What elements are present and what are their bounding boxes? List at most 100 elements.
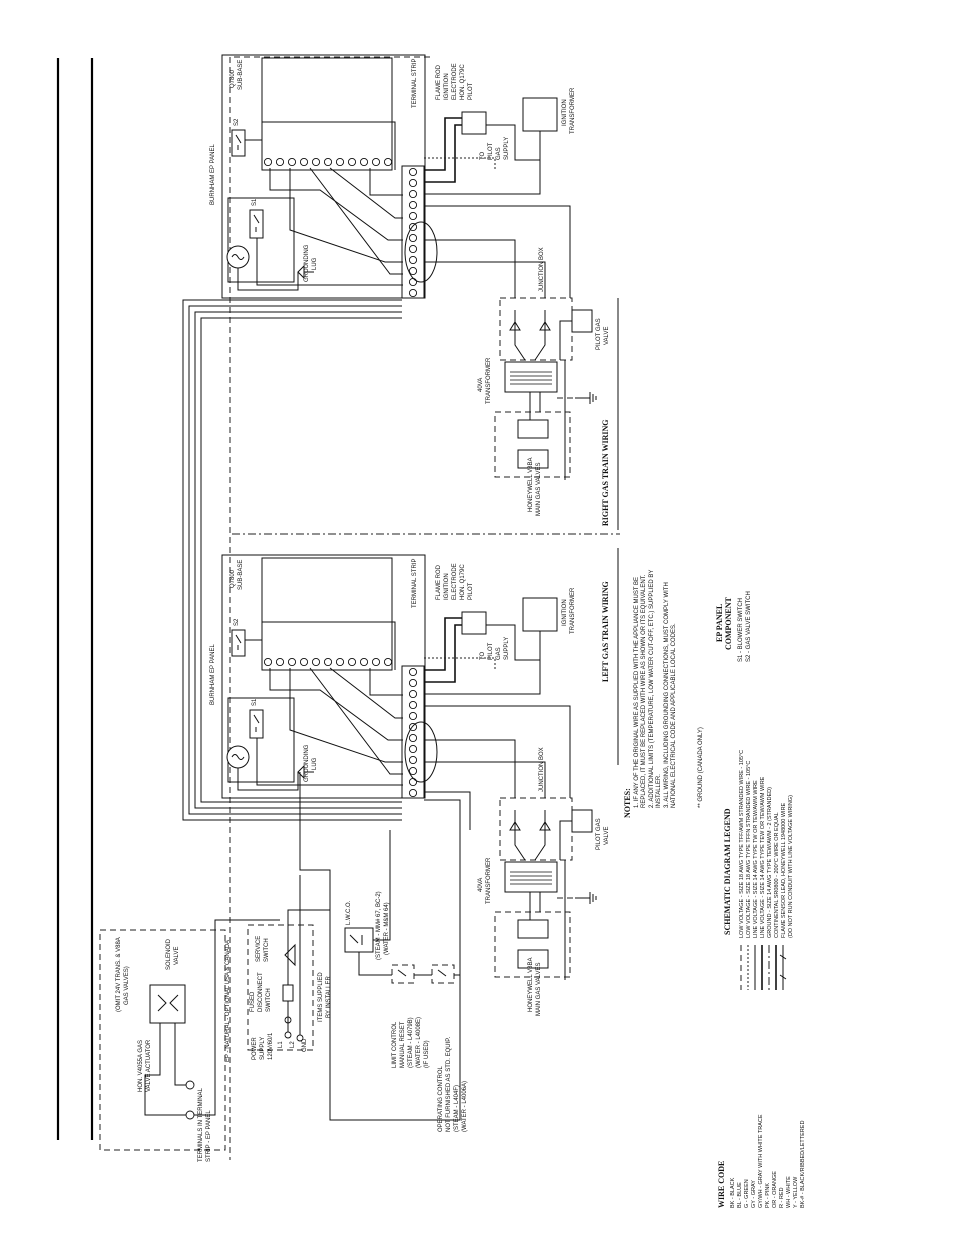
power-label-3: 120V/60/1 <box>268 1032 274 1060</box>
wire-code-item: PK - PINK <box>765 1183 771 1208</box>
schematic-legend: SCHEMATIC DIAGRAM LEGEND LOW VOLTAGE - S… <box>723 750 794 990</box>
valve-wire <box>559 820 572 860</box>
gas-label: GAS <box>496 147 502 160</box>
s1-switch <box>249 209 264 239</box>
legend-line: (DO NOT RUN CONDUIT WITH LINE VOLTAGE WI… <box>788 795 794 938</box>
arrow-icon <box>509 321 551 331</box>
s2-contact-icon <box>235 634 242 650</box>
valve-wire <box>529 860 566 980</box>
wire-code-item: WH - WHITE <box>786 1176 792 1208</box>
pilot-burner <box>461 611 487 635</box>
pilot-burner <box>461 111 487 135</box>
lwco-wire <box>358 830 392 976</box>
note-line: NATIONAL ELECTRICAL CODE AND APPLICABLE … <box>671 623 677 808</box>
power-label-2: SUPPLY <box>260 1037 266 1060</box>
legend-line: LINE VOLTAGE - SIZE 14 AWG TYPE TEW OR T… <box>760 776 766 938</box>
subbase-terminal <box>359 657 369 667</box>
pilot-label: PILOT <box>468 82 474 100</box>
pilot-valve-label: PILOT GAS <box>596 818 602 850</box>
terminal-wire <box>424 239 516 298</box>
operating-label-2: NOT FURNISHED AS STD. EQUIP. <box>446 1037 452 1132</box>
subbase-terminal <box>335 157 345 167</box>
terminal-wire <box>424 705 571 798</box>
l1-terminal <box>284 1031 292 1039</box>
subbase-terminal <box>263 157 273 167</box>
terminal-strip-terminal <box>408 700 418 710</box>
legend-line: FLAME SENSOR LEAD, HONEYWELL 1948000 WIR… <box>781 802 787 938</box>
ground-icon <box>575 892 597 904</box>
transformer-label: 40VA <box>478 378 484 392</box>
limit-label-4: (WATER - L4008E) <box>416 1017 422 1068</box>
subbase-terminal <box>275 657 285 667</box>
operating-label-4: (WATER - L4006A) <box>462 1081 468 1132</box>
ignition-transformer <box>522 597 558 632</box>
s2-contact-icon <box>235 134 242 150</box>
actuator-wire <box>174 1023 186 1086</box>
l2-label: L2 <box>290 1041 296 1048</box>
omit-label: (OMIT 24V TRANS. & V88A <box>116 937 122 1012</box>
pilot-model-label: HON. Q179C <box>460 564 466 600</box>
subbase-terminal <box>347 157 357 167</box>
panel-wire <box>329 167 403 219</box>
transformer-40va <box>504 361 558 393</box>
lwco-label-2: (STEAM - MM# 67, BC-2) <box>376 891 382 960</box>
subbase-terminal <box>347 657 357 667</box>
pilot-gas-line <box>486 124 540 161</box>
s1-switch <box>249 709 264 739</box>
grounding-lug-icon <box>297 764 314 780</box>
panel-wire <box>256 738 403 786</box>
panel-wire <box>269 668 403 741</box>
fused-label-2: DISCONNECT <box>258 972 264 1012</box>
ignition-transformer-label: IGNITION <box>562 599 568 626</box>
subbase-label: SUB-BASE <box>238 560 244 590</box>
terminal-strip-label: TERMINAL STRIP <box>412 559 418 608</box>
junction-wire <box>514 310 526 361</box>
wire-code-title: WIRE CODE <box>717 1161 726 1208</box>
panel-wire <box>245 621 396 670</box>
junction-box-label: JUNCTION BOX <box>539 747 545 792</box>
ground-note: ** GROUND (CANADA ONLY) <box>698 727 704 808</box>
terminal-strip-terminal <box>408 744 418 754</box>
limit-label: LIMIT CONTROL <box>392 1021 398 1068</box>
power-supply-box <box>247 924 314 1051</box>
terminal-strip-terminal <box>408 288 418 298</box>
subbase-terminal <box>383 657 393 667</box>
terminals-label-2: STRIP - EP PANEL <box>206 1110 212 1162</box>
ep-component-list: EP PANEL COMPONENT S1 - BLOWER SWITCH S2… <box>715 591 752 662</box>
s2-switch <box>231 629 246 657</box>
terminal-strip-terminal <box>408 733 418 743</box>
subbase-outline <box>261 57 393 171</box>
terminal-wire <box>194 919 280 1116</box>
motor-wave-icon <box>231 254 245 260</box>
main-gas-valve-1 <box>517 419 549 439</box>
subbase-terminal <box>371 657 381 667</box>
note-line: 2. ADDITIONAL LIMITS (TEMPERATURE, LOW W… <box>649 570 655 808</box>
grounding-lug-label-2: LUG <box>312 257 318 270</box>
terminal-strip-terminal <box>408 689 418 699</box>
pilot-gas-valve <box>571 809 593 833</box>
panel-wire <box>237 768 299 791</box>
gas-valve-actuator <box>149 984 186 1024</box>
to-label: TO <box>480 151 486 160</box>
s1-label: S1 <box>252 198 258 206</box>
grounding-lug-icon <box>297 264 314 280</box>
service-switch-icon <box>284 943 296 967</box>
legend-line: LOW VOLTAGE - SIZE 18 AWG TYPE TFFN STRA… <box>746 761 752 938</box>
main-valves-label-2: MAIN GAS VALVES <box>536 963 542 1016</box>
ignition-transformer-label-2: TRANSFORMER <box>570 587 576 634</box>
wire-code-item: BK - BLACK <box>730 1177 736 1208</box>
terminal-strip-terminal <box>408 711 418 721</box>
subbase-terminal <box>299 657 309 667</box>
main-valves-label-2: MAIN GAS VALVES <box>536 463 542 516</box>
subbase-terminal <box>311 657 321 667</box>
ep-component-title: EP PANEL <box>715 604 724 642</box>
terminal-wire <box>424 131 541 195</box>
terminal-strip-terminal <box>408 766 418 776</box>
grounding-lug-label-2: LUG <box>312 757 318 770</box>
terminal-strip-terminal <box>408 200 418 210</box>
terminal-strip-terminal <box>408 178 418 188</box>
left-train-title: LEFT GAS TRAIN WIRING <box>601 581 610 682</box>
ep-component-item: S2 - GAS VALVE SWITCH <box>746 591 752 662</box>
terminal-strip-terminal <box>408 788 418 798</box>
